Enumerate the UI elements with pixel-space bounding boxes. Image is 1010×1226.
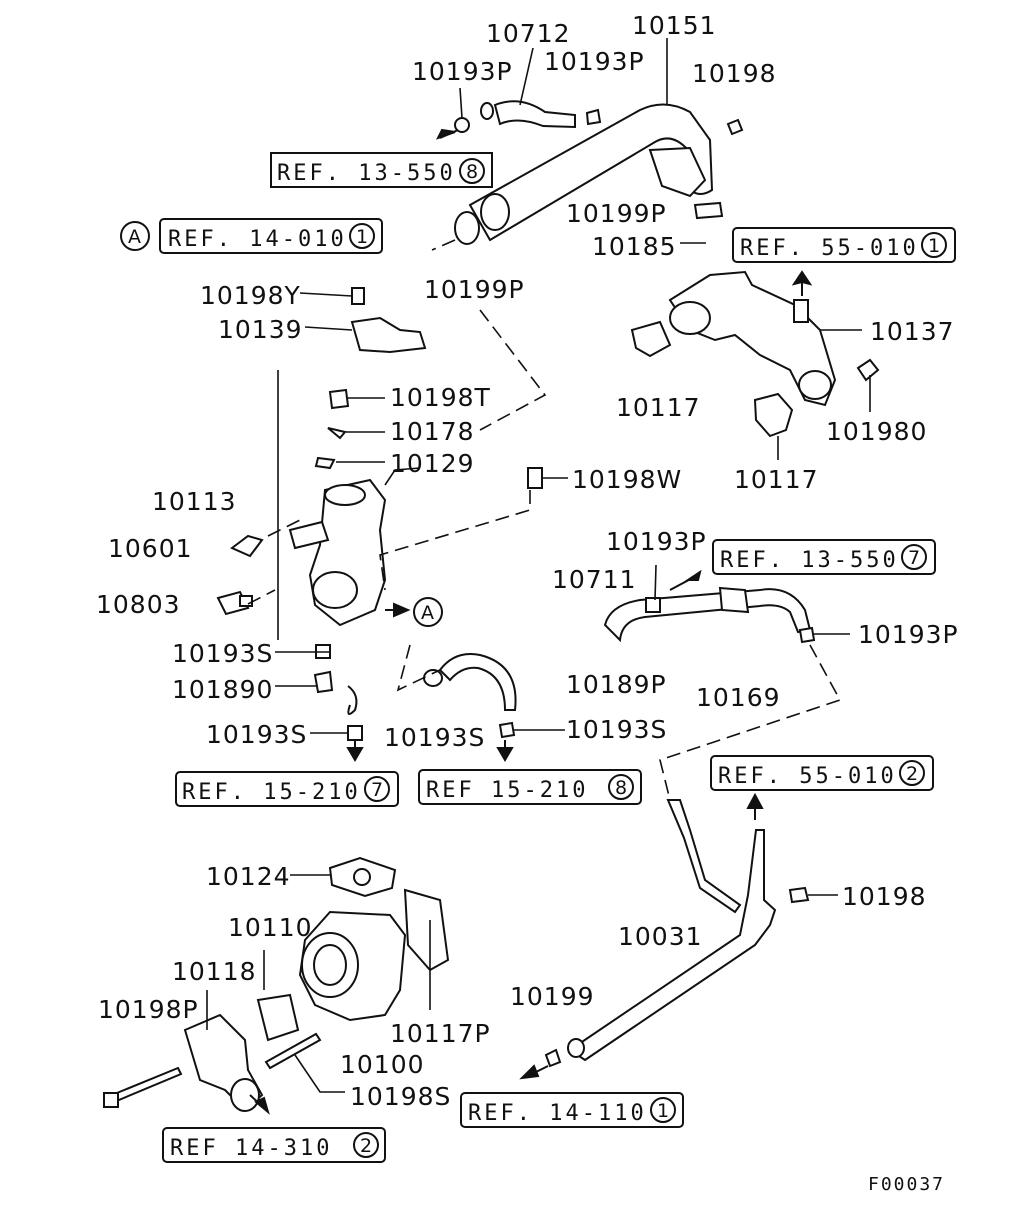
part-label: 10169 <box>696 683 781 712</box>
gasket <box>328 856 397 898</box>
reference-box: REF 14-310 2 <box>162 1127 386 1163</box>
small-fittings <box>314 388 543 489</box>
water-outlet-fitting <box>288 478 387 627</box>
ref-number: 7 <box>371 779 383 801</box>
ref-text: REF. 55-010 <box>718 764 897 789</box>
part-label: 10803 <box>96 590 181 619</box>
part-label: 10198T <box>390 383 491 412</box>
reference-box: REF. 55-010 2 <box>710 755 934 791</box>
part-label: 10712 <box>486 19 571 48</box>
diagram-code: F00037 <box>868 1174 945 1195</box>
part-label: 10193P <box>544 47 645 76</box>
ref-text: REF. 14-110 <box>468 1101 647 1126</box>
part-label: 10137 <box>870 317 955 346</box>
leader-lines <box>206 38 871 1093</box>
ref-text: REF. 14-010 <box>168 227 347 252</box>
part-number-labels: 10712 10151 10193P 10193P 10198 10199P 1… <box>96 11 959 1111</box>
part-label: 10193S <box>172 639 273 668</box>
part-label: 10139 <box>218 315 303 344</box>
part-label: 10151 <box>632 11 717 40</box>
part-label: 10118 <box>172 957 257 986</box>
part-label: 10100 <box>340 1050 425 1079</box>
ref-text: REF. 13-550 <box>720 548 899 573</box>
part-label: 10199P <box>566 199 667 228</box>
ref-number: 8 <box>615 777 627 799</box>
bypass-hose <box>423 653 517 739</box>
ref-number: 2 <box>360 1135 372 1157</box>
sensors <box>216 534 264 616</box>
ref-number: 8 <box>466 161 478 183</box>
reference-box: REF. 13-550 8 <box>270 152 493 188</box>
ref-number: 7 <box>908 547 920 569</box>
arrows <box>249 128 813 1115</box>
marker-a: A <box>421 602 434 624</box>
ref-text: REF 14-310 <box>170 1136 332 1161</box>
reference-box: REF. 14-110 1 <box>460 1092 684 1128</box>
ref-number: 2 <box>906 763 918 785</box>
ref-number: 1 <box>928 235 940 257</box>
reference-box: A REF. 14-010 1 <box>120 218 383 254</box>
part-label: 10193S <box>384 723 485 752</box>
water-inlet <box>183 1013 264 1112</box>
long-bolts <box>103 1032 322 1108</box>
part-label: 10117 <box>734 465 819 494</box>
clamp-small <box>313 644 363 741</box>
part-label: 10193P <box>412 57 513 86</box>
part-label: 10198 <box>692 59 777 88</box>
part-label: 10189P <box>566 670 667 699</box>
part-label: 10199P <box>424 275 525 304</box>
part-label: 10193S <box>206 720 307 749</box>
part-label: 10198Y <box>200 281 301 310</box>
part-label: 10117P <box>390 1019 491 1048</box>
reference-box: REF 15-210 8 <box>418 769 642 805</box>
reference-box: A <box>413 597 443 627</box>
small-hose <box>454 100 744 136</box>
ref-number: 1 <box>657 1100 669 1122</box>
part-label: 10117 <box>616 393 701 422</box>
part-label: 10124 <box>206 862 291 891</box>
part-label: 10198 <box>842 882 927 911</box>
part-label: 10193P <box>858 620 959 649</box>
part-label: 10178 <box>390 417 475 446</box>
part-label: 10601 <box>108 534 193 563</box>
bracket <box>350 287 427 354</box>
dashed-connections <box>247 239 842 801</box>
reference-box: REF. 55-010 1 <box>732 227 956 263</box>
part-label: 10031 <box>618 922 703 951</box>
part-label: 101890 <box>172 675 273 704</box>
heater-hose <box>603 586 816 644</box>
reference-box: REF. 13-550 7 <box>712 539 936 575</box>
thermostat-housing <box>630 270 880 438</box>
lower-coolant-pipe <box>544 799 810 1068</box>
part-label: 10711 <box>552 565 637 594</box>
ref-number: 1 <box>356 226 368 248</box>
part-label: 101980 <box>826 417 927 446</box>
ref-text: REF. 15-210 <box>182 780 361 805</box>
part-label: 10198W <box>572 465 682 494</box>
part-label: 10129 <box>390 449 475 478</box>
part-label: 10193P <box>606 527 707 556</box>
part-label: 10198P <box>98 995 199 1024</box>
part-label: 10198S <box>350 1082 451 1111</box>
part-label: 10199 <box>510 982 595 1011</box>
reference-box: REF. 15-210 7 <box>175 771 399 807</box>
marker-a: A <box>128 226 141 248</box>
part-label: 10113 <box>152 487 237 516</box>
ref-text: REF. 55-010 <box>740 236 919 261</box>
upper-coolant-pipe <box>454 103 724 245</box>
part-label: 10185 <box>592 232 677 261</box>
part-label: 10193S <box>566 715 667 744</box>
ref-text: REF. 13-550 <box>277 161 456 186</box>
thermostat-case <box>256 888 450 1042</box>
part-label: 10110 <box>228 913 313 942</box>
ref-text: REF 15-210 <box>426 778 588 803</box>
